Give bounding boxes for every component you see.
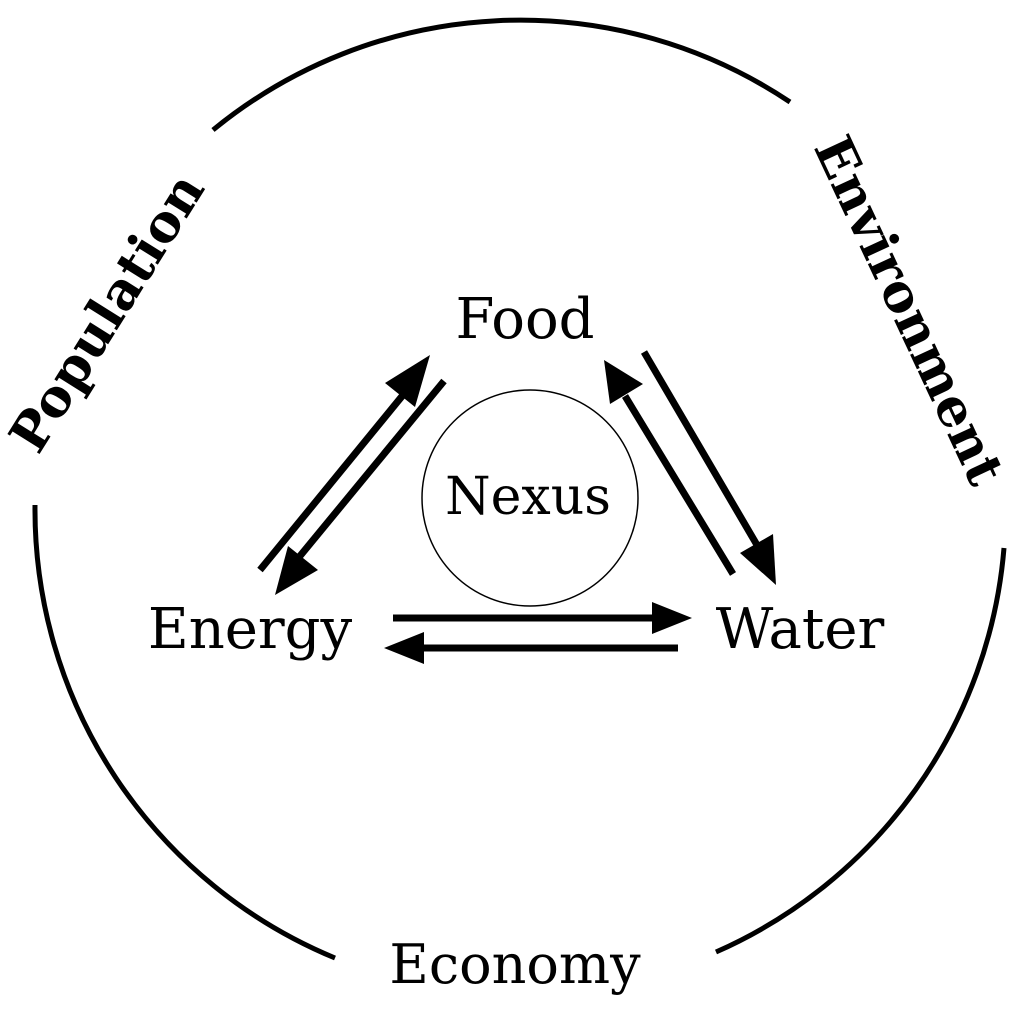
outer-arc-left <box>32 504 336 961</box>
water-label: Water <box>716 597 885 662</box>
nexus-circle <box>421 389 639 607</box>
arrow-energy-to-food-head <box>385 355 430 407</box>
food-label: Food <box>455 287 594 352</box>
energy-label: Energy <box>148 597 353 662</box>
arrow-water-to-energy-head <box>384 632 424 664</box>
arrow-energy-to-water-head <box>652 602 692 634</box>
arrow-water-to-food-head <box>604 360 643 404</box>
arrow-energy-to-food-shaft <box>257 392 406 573</box>
nexus-label: Nexus <box>445 467 611 527</box>
environment-label: Environment <box>802 127 1017 495</box>
arrow-food-to-water-shaft <box>640 350 761 547</box>
population-label: Population <box>0 162 217 463</box>
arrow-food-to-energy-shaft <box>297 378 447 559</box>
outer-arc-right <box>714 547 1007 955</box>
economy-label: Economy <box>389 933 641 996</box>
outer-arc-top <box>211 17 792 132</box>
arrow-water-to-food-shaft <box>622 394 736 576</box>
arrow-food-to-water-head <box>740 534 776 585</box>
arrow-food-to-energy-head <box>275 546 318 595</box>
